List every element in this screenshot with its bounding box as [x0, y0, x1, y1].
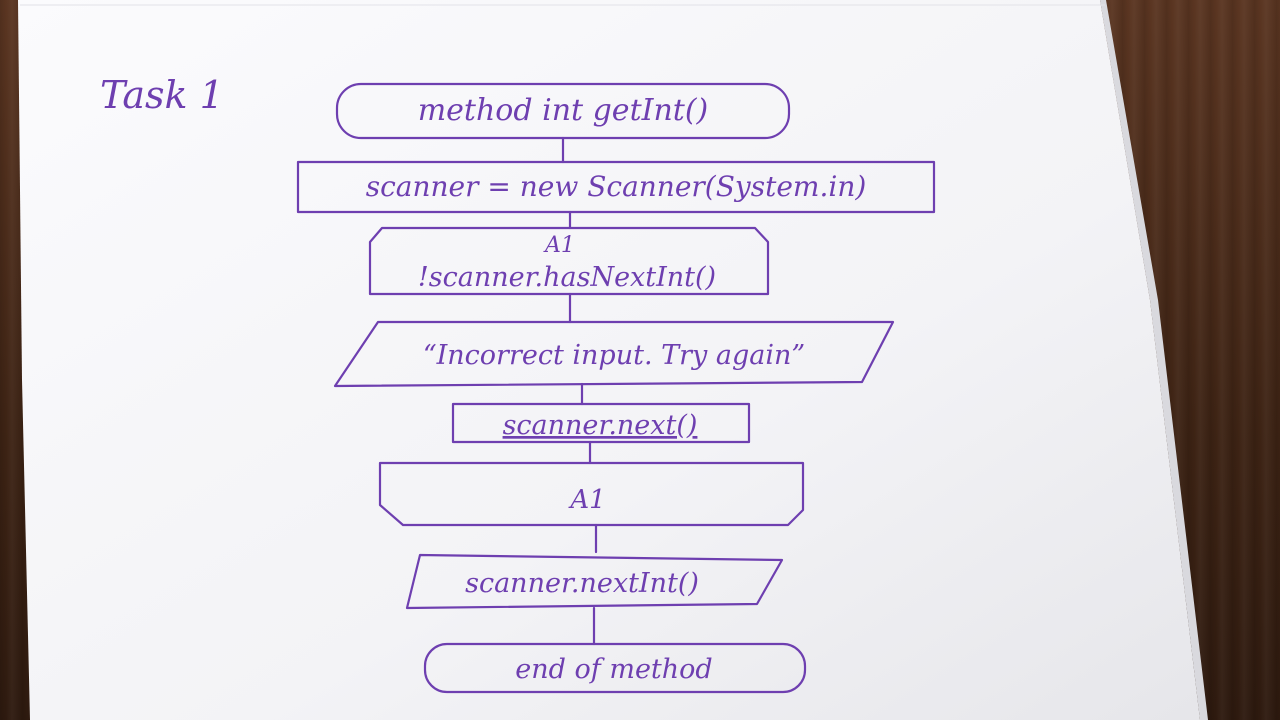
init-process-label: scanner = new Scanner(System.in)	[366, 170, 867, 203]
output-label: “Incorrect input. Try again”	[423, 340, 805, 371]
read-parallelogram	[405, 553, 784, 610]
end-label: end of method	[515, 654, 712, 685]
skip-process-box	[451, 402, 751, 444]
end-terminator	[423, 642, 807, 694]
skip-process-label: scanner.next()	[503, 410, 698, 441]
output-parallelogram	[333, 320, 895, 388]
page-title: Task 1	[100, 73, 224, 117]
init-process-box	[296, 160, 936, 214]
loop-end-label: A1	[568, 485, 605, 515]
start-label: method int getInt()	[418, 93, 709, 128]
loop-start-label: A1	[543, 233, 575, 258]
loop-end-block	[378, 461, 805, 527]
loop-start-block	[368, 226, 770, 296]
loop-condition-label: !scanner.hasNextInt()	[418, 262, 716, 293]
read-label: scanner.nextInt()	[465, 568, 699, 599]
